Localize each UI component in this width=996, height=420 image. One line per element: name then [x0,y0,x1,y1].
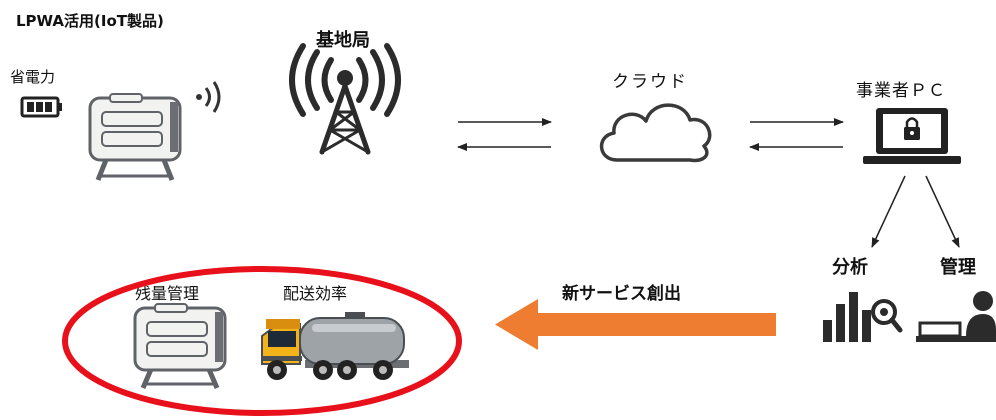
analysis-label: 分析 [832,257,868,278]
new-service-label: 新サービス創出 [562,284,681,304]
diagram-title: LPWA活用(IoT製品) [16,12,164,30]
base-station-label: 基地局 [316,30,370,51]
pc-to-management-arrow [925,175,960,248]
analysis-chart-icon [823,292,903,342]
cloud-label: クラウド [612,72,688,92]
battery-icon [20,96,62,118]
remaining-management-label: 残量管理 [135,284,200,303]
laptop-icon [863,108,961,164]
wireless-signal-icon [196,81,221,113]
base-station-tower-icon [289,43,401,155]
business-pc-label: 事業者ＰＣ [856,81,946,101]
remaining-volume-tank-icon [133,303,227,389]
gas-meter-device-icon [88,93,182,181]
tanker-truck-icon [261,312,409,380]
delivery-efficiency-label: 配送効率 [283,284,348,303]
pc-to-analysis-arrow [871,175,906,248]
cloud-icon [599,103,712,163]
power-saving-label: 省電力 [10,68,56,86]
new-service-arrow [495,299,776,350]
management-label: 管理 [940,257,976,278]
outcome-highlight-ring [62,266,462,416]
management-person-icon [916,291,996,342]
